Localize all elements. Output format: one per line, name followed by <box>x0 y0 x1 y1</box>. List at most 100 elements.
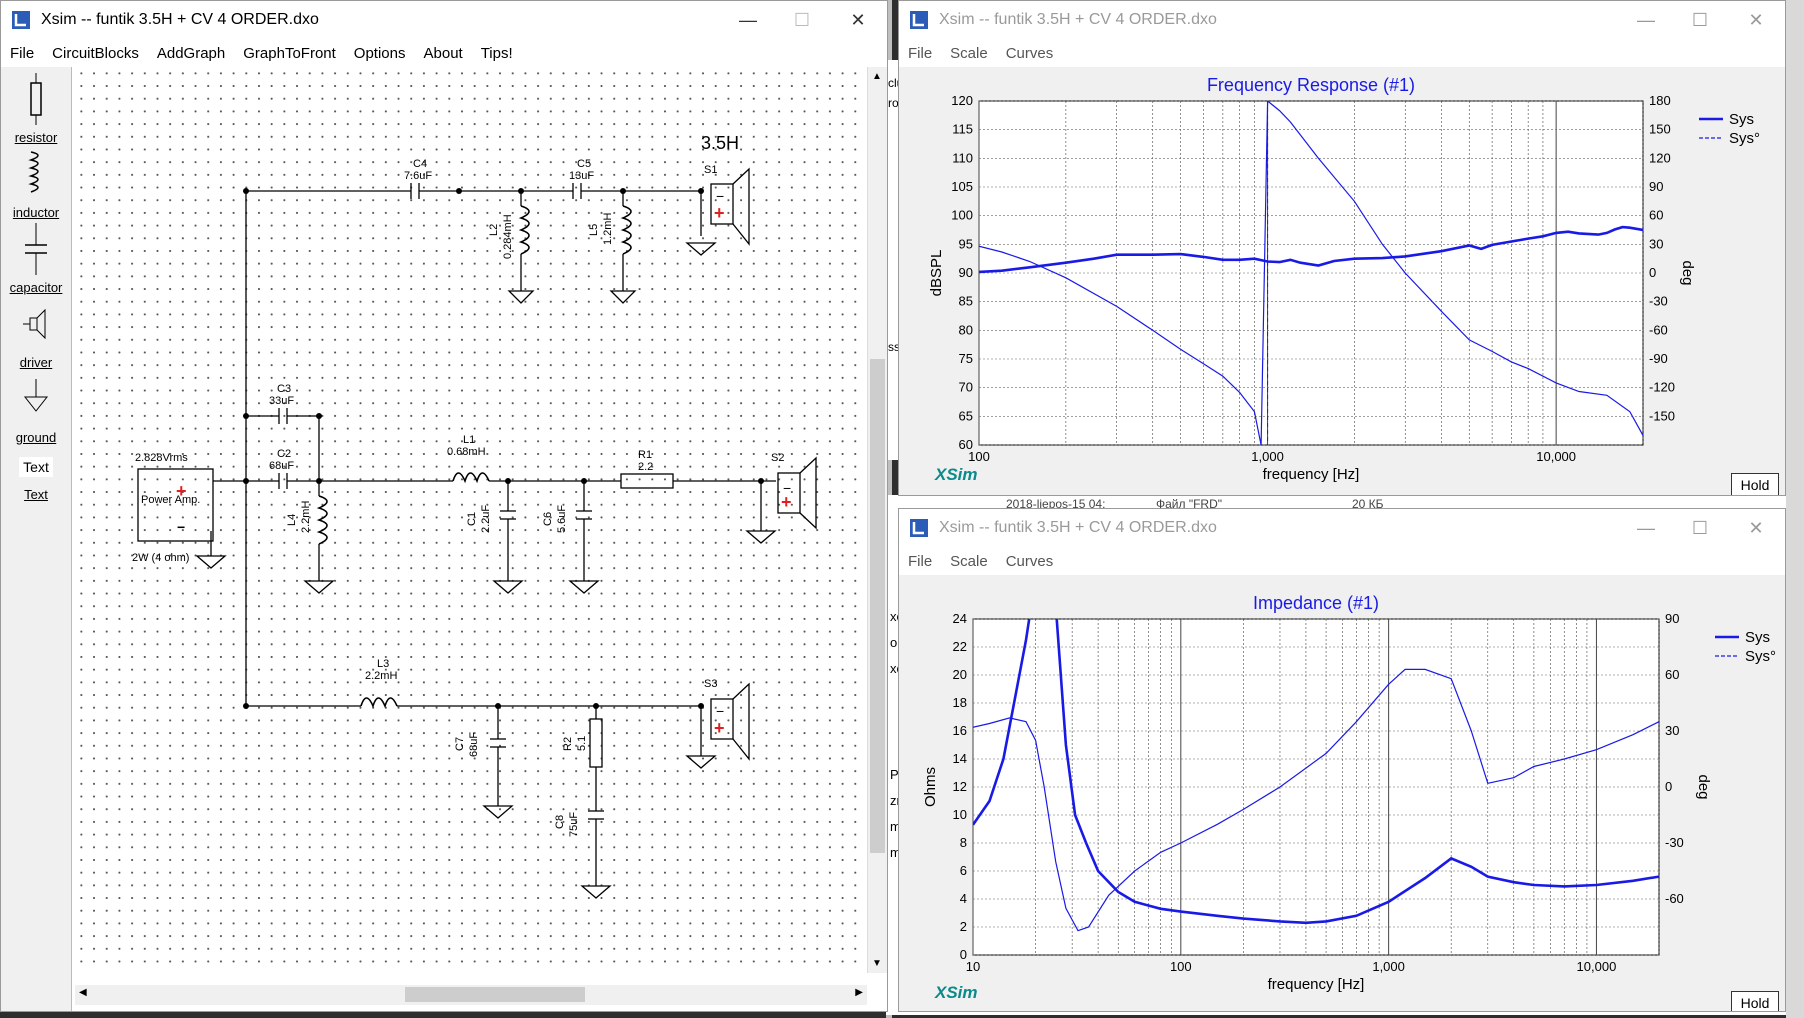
background-frag: o <box>890 635 898 650</box>
series-line-magnitude <box>973 619 1659 925</box>
close-button[interactable]: ✕ <box>1748 517 1764 538</box>
svg-text:−: − <box>716 188 724 204</box>
y-tick-label: 80 <box>959 322 973 337</box>
hold-button[interactable]: Hold <box>1731 991 1779 1011</box>
scroll-down-arrow[interactable]: ▼ <box>872 958 882 969</box>
circuit-title: 3.5H <box>701 133 739 153</box>
driver-icon <box>23 308 46 340</box>
menu-scale[interactable]: Scale <box>950 44 988 62</box>
x-tick-label: 10,000 <box>1577 959 1617 974</box>
title-bar[interactable]: Xsim -- funtik 3.5H + CV 4 ORDER.dxo — ☐… <box>1 1 887 39</box>
frequency-response-window[interactable]: Xsim -- funtik 3.5H + CV 4 ORDER.dxo — ☐… <box>898 0 1786 496</box>
schematic-canvas[interactable]: ++++ −−−− 3.5H C4 7.6uF C5 13uF L2 0.284… <box>75 67 867 973</box>
scroll-up-arrow[interactable]: ▲ <box>872 71 882 82</box>
label-c3-name: C3 <box>277 383 291 395</box>
y-tick-label: 10 <box>953 807 967 822</box>
maximize-button[interactable]: ☐ <box>793 9 811 30</box>
tool-resistor[interactable]: resistor <box>1 73 71 145</box>
impedance-window[interactable]: Xsim -- funtik 3.5H + CV 4 ORDER.dxo — ☐… <box>898 508 1786 1012</box>
y2-tick-label: -90 <box>1649 351 1668 366</box>
title-bar[interactable]: Xsim -- funtik 3.5H + CV 4 ORDER.dxo — ☐… <box>899 509 1785 547</box>
y-tick-label: 90 <box>959 265 973 280</box>
schematic-window[interactable]: Xsim -- funtik 3.5H + CV 4 ORDER.dxo — ☐… <box>0 0 888 1012</box>
series-line-phase <box>1267 101 1643 436</box>
hscroll-thumb[interactable] <box>405 987 585 1002</box>
label-c1-value: 2.2uF <box>480 505 492 533</box>
vertical-scrollbar[interactable]: ▲ ▼ <box>867 67 887 973</box>
component-toolbar: resistor inductor capacitor driver groun… <box>1 67 72 1011</box>
y2-tick-label: 90 <box>1665 611 1679 626</box>
tool-ground[interactable]: ground <box>1 373 71 445</box>
close-button[interactable]: ✕ <box>850 9 866 30</box>
y2-axis-label: deg <box>1679 260 1696 285</box>
y-tick-label: 4 <box>960 891 967 906</box>
y-tick-label: 22 <box>953 639 967 654</box>
tool-inductor[interactable]: inductor <box>1 148 71 220</box>
y-tick-label: 75 <box>959 351 973 366</box>
label-c7-name: C7 <box>454 737 466 751</box>
label-l3-name: L3 <box>377 658 389 670</box>
menu-curves[interactable]: Curves <box>1005 44 1054 62</box>
tool-capacitor[interactable]: capacitor <box>1 223 71 295</box>
xsim-app-icon <box>12 11 30 29</box>
close-button[interactable]: ✕ <box>1748 9 1764 30</box>
label-l2-value: 0.284mH <box>502 214 514 259</box>
label-s1: S1 <box>704 164 717 176</box>
menu-curves[interactable]: Curves <box>1005 552 1054 570</box>
menu-file[interactable]: File <box>908 44 933 62</box>
menu-tips[interactable]: Tips! <box>480 44 513 62</box>
label-c3-value: 33uF <box>269 395 294 407</box>
svg-text:−: − <box>177 519 185 535</box>
scroll-right-arrow[interactable]: ▶ <box>855 987 863 998</box>
menu-file[interactable]: File <box>908 552 933 570</box>
x-axis-label: frequency [Hz] <box>1263 466 1360 483</box>
y2-tick-label: -60 <box>1649 322 1668 337</box>
scroll-thumb[interactable] <box>870 359 885 853</box>
tool-driver[interactable]: driver <box>1 298 71 370</box>
y2-tick-label: 30 <box>1649 236 1663 251</box>
y-tick-label: 105 <box>951 179 973 194</box>
label-r2-name: R2 <box>562 737 574 751</box>
y2-tick-label: -150 <box>1649 408 1675 423</box>
tool-text-label: Text <box>24 487 48 502</box>
y-tick-label: 120 <box>951 93 973 108</box>
maximize-button[interactable]: ☐ <box>1691 517 1709 538</box>
y-tick-label: 60 <box>959 437 973 452</box>
menu-options[interactable]: Options <box>353 44 406 62</box>
menu-file[interactable]: File <box>10 44 35 62</box>
tool-text[interactable]: Text Text <box>1 457 71 502</box>
minimize-button[interactable]: — <box>1637 517 1655 538</box>
window-title: Xsim -- funtik 3.5H + CV 4 ORDER.dxo <box>939 519 1217 536</box>
svg-text:−: − <box>716 703 724 719</box>
xsim-app-icon <box>910 11 928 29</box>
minimize-button[interactable]: — <box>1637 9 1655 30</box>
label-r1-name: R1 <box>638 449 652 461</box>
scroll-left-arrow[interactable]: ◀ <box>79 987 87 998</box>
background-frag: ss <box>888 340 900 354</box>
menu-scale[interactable]: Scale <box>950 552 988 570</box>
x-tick-label: 100 <box>968 449 990 464</box>
y-tick-label: 24 <box>953 611 967 626</box>
label-source-name: Power Amp. <box>141 494 200 506</box>
horizontal-scrollbar[interactable]: ◀ ▶ <box>75 985 867 1005</box>
menu-about[interactable]: About <box>423 44 463 62</box>
menu-addgraph[interactable]: AddGraph <box>156 44 226 62</box>
y-axis-label: dBSPL <box>928 250 945 297</box>
title-bar[interactable]: Xsim -- funtik 3.5H + CV 4 ORDER.dxo — ☐… <box>899 1 1785 39</box>
window-title: Xsim -- funtik 3.5H + CV 4 ORDER.dxo <box>41 11 319 28</box>
series-line-magnitude <box>979 225 1643 274</box>
xsim-app-icon <box>910 519 928 537</box>
y2-tick-label: 90 <box>1649 179 1663 194</box>
capacitor-icon <box>25 223 47 275</box>
minimize-button[interactable]: — <box>739 9 757 30</box>
menu-graphtofront[interactable]: GraphToFront <box>243 44 336 62</box>
hold-button[interactable]: Hold <box>1731 473 1779 495</box>
label-l4-value: 2.2mH <box>300 501 312 533</box>
y2-tick-label: 30 <box>1665 723 1679 738</box>
label-l1-name: L1 <box>463 434 475 446</box>
y-tick-label: 12 <box>953 779 967 794</box>
x-axis-label: frequency [Hz] <box>1268 976 1365 993</box>
background-file-type-text: Файл "FRD" <box>1156 497 1223 511</box>
maximize-button[interactable]: ☐ <box>1691 9 1709 30</box>
menu-circuitblocks[interactable]: CircuitBlocks <box>52 44 139 62</box>
